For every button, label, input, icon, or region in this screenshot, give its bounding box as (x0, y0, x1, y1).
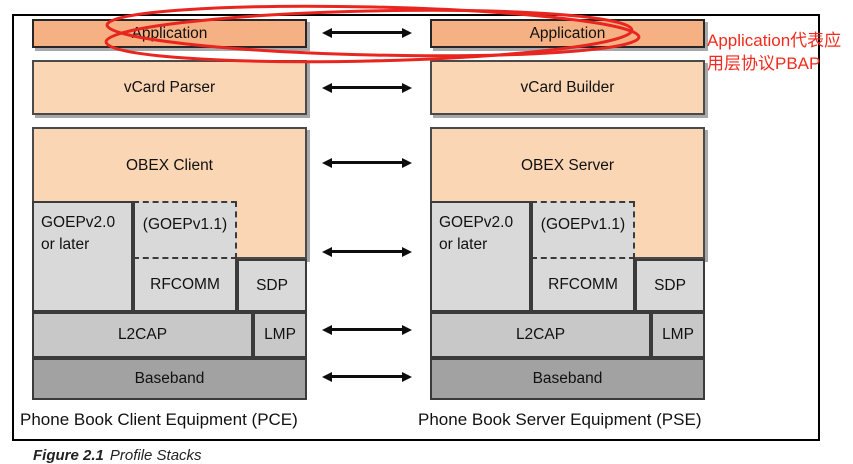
pse-goep1-box: (GOEPv1.1) (531, 201, 635, 259)
double-arrow-baseband (322, 371, 412, 382)
pce-goep2-box: GOEPv2.0 or later (32, 201, 133, 312)
pce-vcard-parser-box: vCard Parser (32, 60, 307, 115)
double-arrow-goep (322, 246, 412, 257)
pce-obex-client-label: OBEX Client (125, 157, 213, 174)
figure-caption-label: Figure 2.1 (33, 447, 104, 464)
red-annotation-text: Application代表应 用层协议PBAP (707, 29, 853, 75)
pce-baseband-box: Baseband (32, 358, 307, 400)
double-arrow-obex (322, 157, 412, 168)
pce-rfcomm-box: RFCOMM (133, 259, 237, 312)
double-arrow-application (322, 27, 412, 38)
figure-caption-title: Profile Stacks (109, 447, 202, 464)
pse-sdp-box: SDP (635, 259, 705, 312)
pse-vcard-builder-box: vCard Builder (430, 60, 705, 115)
pse-application-box: Application (430, 19, 705, 48)
pce-stack: Application vCard Parser OBEX Client GOE… (32, 0, 307, 458)
pse-equipment-label: Phone Book Server Equipment (PSE) (418, 410, 702, 429)
pse-obex-server-label: OBEX Server (520, 157, 615, 174)
annotation-line-2: 用层协议PBAP (707, 54, 821, 73)
pce-l2cap-box: L2CAP (32, 312, 253, 358)
double-arrow-l2cap (322, 324, 412, 335)
pce-lmp-box: LMP (253, 312, 307, 358)
figure-caption: Figure 2.1 Profile Stacks (33, 447, 202, 464)
pse-rfcomm-box: RFCOMM (531, 259, 635, 312)
pse-goep2-box: GOEPv2.0 or later (430, 201, 531, 312)
pse-lmp-box: LMP (651, 312, 705, 358)
annotation-line-1: Application代表应 (707, 31, 842, 50)
pse-l2cap-box: L2CAP (430, 312, 651, 358)
pse-baseband-box: Baseband (430, 358, 705, 400)
pce-application-box: Application (32, 19, 307, 48)
pce-sdp-box: SDP (237, 259, 307, 312)
pce-equipment-label: Phone Book Client Equipment (PCE) (20, 410, 298, 429)
pse-stack: Application vCard Builder OBEX Server GO… (430, 0, 705, 458)
double-arrow-vcard (322, 82, 412, 93)
pce-goep1-box: (GOEPv1.1) (133, 201, 237, 259)
